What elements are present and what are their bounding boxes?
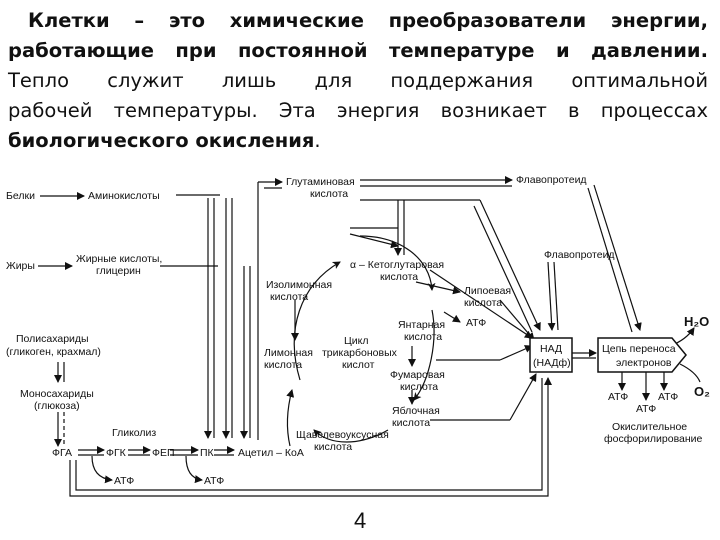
- intro-paragraph: Клетки – это химические преобразователи …: [8, 6, 708, 156]
- label-cycle1: Цикл: [344, 335, 368, 347]
- label-lipoev1: Липоевая: [464, 285, 511, 297]
- label-atf-5: АТФ: [658, 391, 678, 403]
- label-glutamin2: кислота: [310, 188, 348, 200]
- label-flavo2: Флавопротеид: [544, 249, 615, 261]
- paragraph-bold-term: биологического окисления: [8, 129, 315, 152]
- label-fumar1: Фумаровая: [390, 369, 445, 381]
- paragraph-line-2: работающие при постоянной температуре и …: [8, 39, 708, 62]
- electron-chain-box: [597, 337, 687, 373]
- label-cycle2: трикарбоновых: [322, 347, 398, 359]
- label-atf-1: АТФ: [114, 475, 134, 487]
- label-polisaharidy2: (гликоген, крахмал): [6, 346, 101, 358]
- paragraph-line-3: Тепло служит лишь для поддержания оптима…: [8, 69, 708, 92]
- label-atf-4: АТФ: [608, 391, 628, 403]
- label-acetil: Ацетил – КоА: [238, 447, 304, 459]
- label-cycle3: кислот: [342, 359, 375, 371]
- label-monosaharidy1: Моносахариды: [20, 388, 94, 400]
- cycle-arc-right: [413, 309, 435, 401]
- label-yantar2: кислота: [404, 331, 442, 343]
- label-ketoglut2: кислота: [380, 271, 418, 283]
- label-fga: ФГА: [52, 447, 72, 459]
- label-ox1: Окислительное: [612, 421, 687, 433]
- cycle-arc-top: [359, 235, 436, 291]
- label-o2: O₂: [694, 384, 710, 399]
- paragraph-period: .: [314, 129, 321, 152]
- label-nad2: (НАДф): [533, 357, 571, 369]
- label-flavo1: Флавопротеид: [516, 174, 587, 186]
- label-nad1: НАД: [540, 343, 562, 355]
- label-aminokisloty: Аминокислоты: [88, 190, 160, 202]
- label-zhirnye1: Жирные кислоты,: [76, 253, 162, 265]
- label-yabloch1: Яблочная: [392, 405, 440, 417]
- label-ketoglut1: α – Кетоглутаровая: [350, 259, 444, 271]
- label-monosaharidy2: (глюкоза): [34, 400, 80, 412]
- label-shavel2: кислота: [314, 441, 352, 453]
- label-polisaharidy1: Полисахариды: [16, 333, 89, 345]
- label-yabloch2: кислота: [392, 417, 430, 429]
- label-zhirnye2: глицерин: [96, 265, 141, 277]
- paragraph-line-4: рабочей температуры. Эта энергия возника…: [8, 99, 708, 122]
- label-fep: ФЕП: [152, 447, 175, 459]
- paragraph-line-1: Клетки – это химические преобразователи …: [28, 9, 708, 32]
- label-izolimon2: кислота: [270, 291, 308, 303]
- label-pk: ПК: [200, 447, 215, 459]
- nad-box: [529, 337, 573, 373]
- label-glutamin1: Глутаминовая: [286, 176, 355, 188]
- label-h2o: H₂O: [684, 314, 709, 329]
- return-line-nad: [69, 377, 552, 497]
- cycle-arc-bottom: [313, 429, 389, 443]
- label-ox2: фосфорилирование: [604, 433, 703, 445]
- label-shavel1: Щавелевоуксусная: [296, 429, 389, 441]
- paragraph-line-5: биологического окисления.: [8, 126, 708, 156]
- label-zhiry: Жиры: [6, 260, 35, 272]
- label-lipoev2: кислота: [464, 297, 502, 309]
- label-atf-2: АТФ: [204, 475, 224, 487]
- label-belki: Белки: [6, 190, 35, 202]
- label-fumar2: кислота: [400, 381, 438, 393]
- label-atf-3: АТФ: [466, 317, 486, 329]
- cycle-arc-left: [293, 261, 341, 381]
- label-izolimon1: Изолимонная: [266, 279, 332, 291]
- label-yantar1: Янтарная: [398, 319, 445, 331]
- flow-lines: [38, 176, 701, 497]
- label-chain2: электронов: [616, 357, 672, 369]
- label-glikoliz: Гликолиз: [112, 427, 156, 439]
- label-chain1: Цепь переноса: [602, 343, 676, 355]
- label-atf-6: АТФ: [636, 403, 656, 415]
- page-number: 4: [354, 508, 367, 533]
- label-fgk: ФГК: [106, 447, 127, 459]
- label-limon1: Лимонная: [264, 347, 313, 359]
- label-limon2: кислота: [264, 359, 302, 371]
